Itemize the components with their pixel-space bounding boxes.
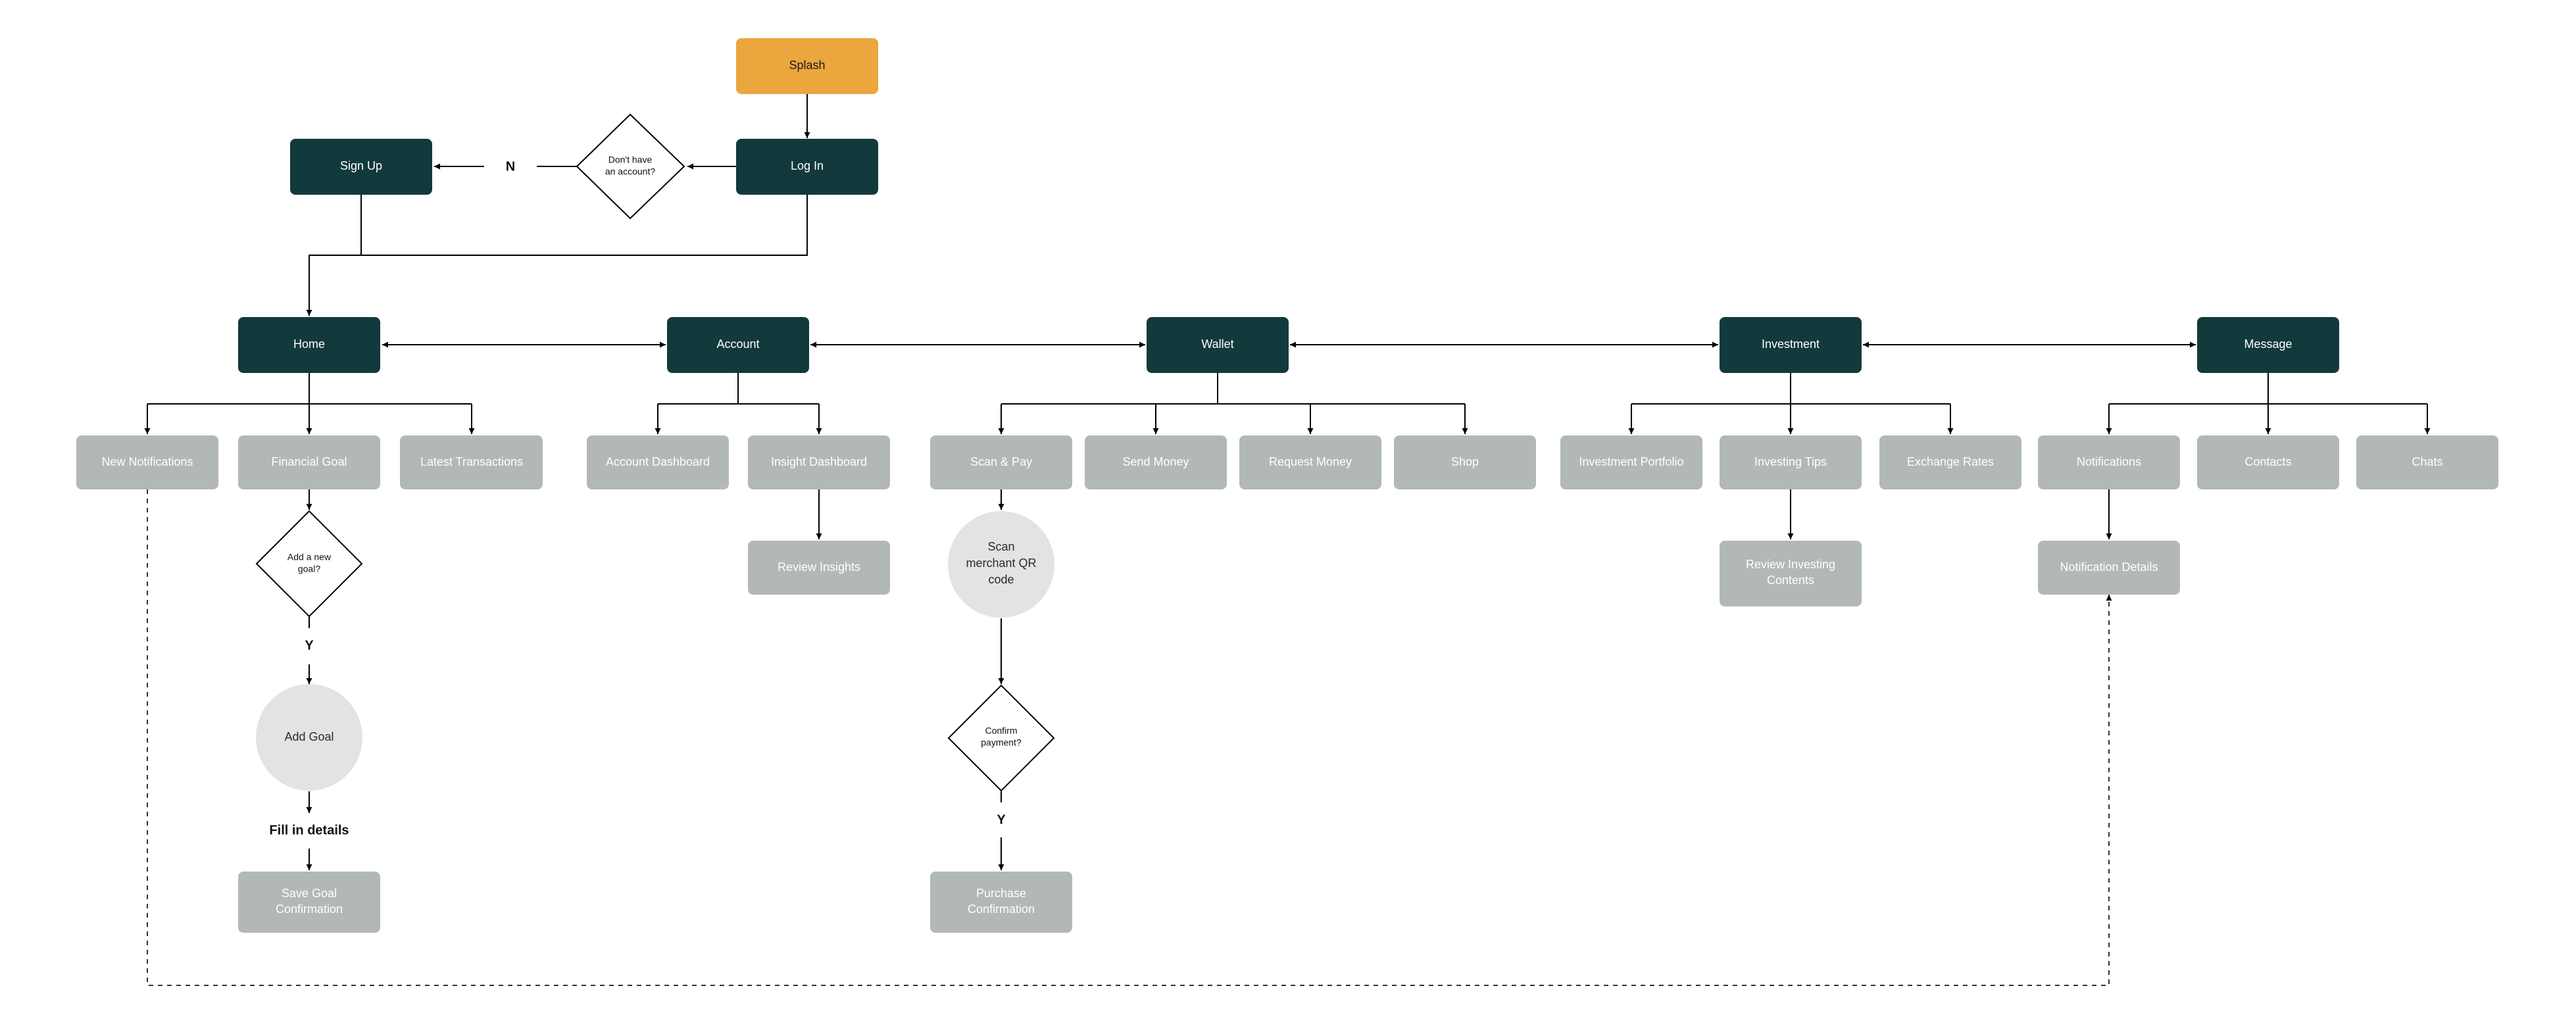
notification-details-label: Notification Details (2060, 560, 2158, 574)
insight-dashboard-node[interactable]: Insight Dashboard (748, 435, 890, 489)
investing-tips-node[interactable]: Investing Tips (1720, 435, 1862, 489)
save-goal-line2: Confirmation (276, 902, 343, 916)
account-node[interactable]: Account (667, 317, 809, 373)
new-notifications-label: New Notifications (101, 455, 193, 468)
investment-portfolio-label: Investment Portfolio (1579, 455, 1683, 468)
chats-node[interactable]: Chats (2356, 435, 2498, 489)
decision-dont-have-account: Don't have an account? (576, 113, 685, 220)
scan-qr-line2: merchant QR (966, 556, 1036, 570)
decision-goal-line2: goal? (298, 564, 320, 574)
request-money-label: Request Money (1269, 455, 1352, 468)
connectors (144, 94, 2431, 986)
home-node[interactable]: Home (238, 317, 380, 373)
latest-transactions-node[interactable]: Latest Transactions (400, 435, 543, 489)
edge-login-home (361, 195, 808, 256)
y-goal-label: Y (305, 638, 314, 653)
request-money-node[interactable]: Request Money (1239, 435, 1381, 489)
add-goal-node[interactable]: Add Goal (256, 684, 362, 791)
investment-label: Investment (1762, 337, 1820, 351)
login-node[interactable]: Log In (736, 139, 878, 195)
latest-transactions-label: Latest Transactions (420, 455, 523, 468)
new-notifications-node[interactable]: New Notifications (76, 435, 218, 489)
contacts-node[interactable]: Contacts (2197, 435, 2339, 489)
home-branches (144, 373, 475, 434)
message-node[interactable]: Message (2197, 317, 2339, 373)
splash-node[interactable]: Splash (736, 38, 878, 94)
review-investing-contents-node[interactable]: Review Investing Contents (1720, 541, 1862, 606)
n-branch-label: N (506, 159, 515, 174)
wallet-label: Wallet (1201, 337, 1233, 351)
review-investing-line2: Contents (1767, 574, 1814, 587)
purchase-confirmation-node[interactable]: Purchase Confirmation (930, 872, 1072, 933)
insight-dashboard-label: Insight Dashboard (771, 455, 867, 468)
account-label: Account (716, 337, 759, 351)
decision-payment-line2: payment? (981, 737, 1022, 748)
scan-merchant-qr-node[interactable]: Scan merchant QR code (948, 511, 1054, 618)
splash-label: Splash (789, 59, 825, 72)
decision-payment-line1: Confirm (985, 726, 1017, 736)
save-goal-confirmation-node[interactable]: Save Goal Confirmation (238, 872, 380, 933)
scan-pay-node[interactable]: Scan & Pay (930, 435, 1072, 489)
send-money-label: Send Money (1122, 455, 1189, 468)
review-investing-line1: Review Investing (1746, 558, 1835, 571)
fill-in-details-label: Fill in details (269, 823, 349, 837)
review-insights-node[interactable]: Review Insights (748, 541, 890, 595)
exchange-rates-label: Exchange Rates (1907, 455, 1994, 468)
financial-goal-node[interactable]: Financial Goal (238, 435, 380, 489)
notification-details-node[interactable]: Notification Details (2038, 541, 2180, 595)
scan-qr-line3: code (988, 573, 1014, 586)
scan-qr-line1: Scan (987, 540, 1014, 553)
decision-account-line2: an account? (605, 166, 655, 177)
financial-goal-label: Financial Goal (271, 455, 347, 468)
investing-tips-label: Investing Tips (1754, 455, 1827, 468)
add-goal-label: Add Goal (284, 730, 334, 743)
exchange-rates-node[interactable]: Exchange Rates (1879, 435, 2021, 489)
account-dashboard-label: Account Dashboard (606, 455, 710, 468)
signup-label: Sign Up (340, 159, 382, 172)
message-branches (2106, 373, 2431, 434)
account-dashboard-node[interactable]: Account Dashboard (587, 435, 729, 489)
y-payment-label: Y (997, 812, 1006, 827)
decision-account-line1: Don't have (608, 155, 653, 165)
send-money-node[interactable]: Send Money (1085, 435, 1227, 489)
notifications-label: Notifications (2077, 455, 2141, 468)
notifications-node[interactable]: Notifications (2038, 435, 2180, 489)
shop-label: Shop (1451, 455, 1479, 468)
account-branches (655, 373, 822, 434)
save-goal-line1: Save Goal (282, 887, 337, 900)
message-label: Message (2244, 337, 2292, 351)
decision-goal-line1: Add a new (287, 552, 332, 562)
wallet-node[interactable]: Wallet (1147, 317, 1289, 373)
investment-portfolio-node[interactable]: Investment Portfolio (1560, 435, 1702, 489)
investment-branches (1628, 373, 1954, 434)
signup-node[interactable]: Sign Up (290, 139, 432, 195)
home-label: Home (293, 337, 325, 351)
wallet-branches (998, 373, 1468, 434)
contacts-label: Contacts (2244, 455, 2291, 468)
purchase-line2: Confirmation (968, 902, 1035, 916)
edge-new-notifications-to-details (147, 489, 2112, 986)
review-insights-label: Review Insights (778, 560, 860, 574)
edge-signup-home (306, 195, 362, 316)
login-label: Log In (791, 159, 824, 172)
investment-node[interactable]: Investment (1720, 317, 1862, 373)
decision-confirm-payment: Confirm payment? (947, 684, 1055, 792)
decision-add-new-goal: Add a new goal? (255, 510, 363, 618)
shop-node[interactable]: Shop (1394, 435, 1536, 489)
scan-pay-label: Scan & Pay (970, 455, 1032, 468)
purchase-line1: Purchase (976, 887, 1026, 900)
chats-label: Chats (2412, 455, 2442, 468)
